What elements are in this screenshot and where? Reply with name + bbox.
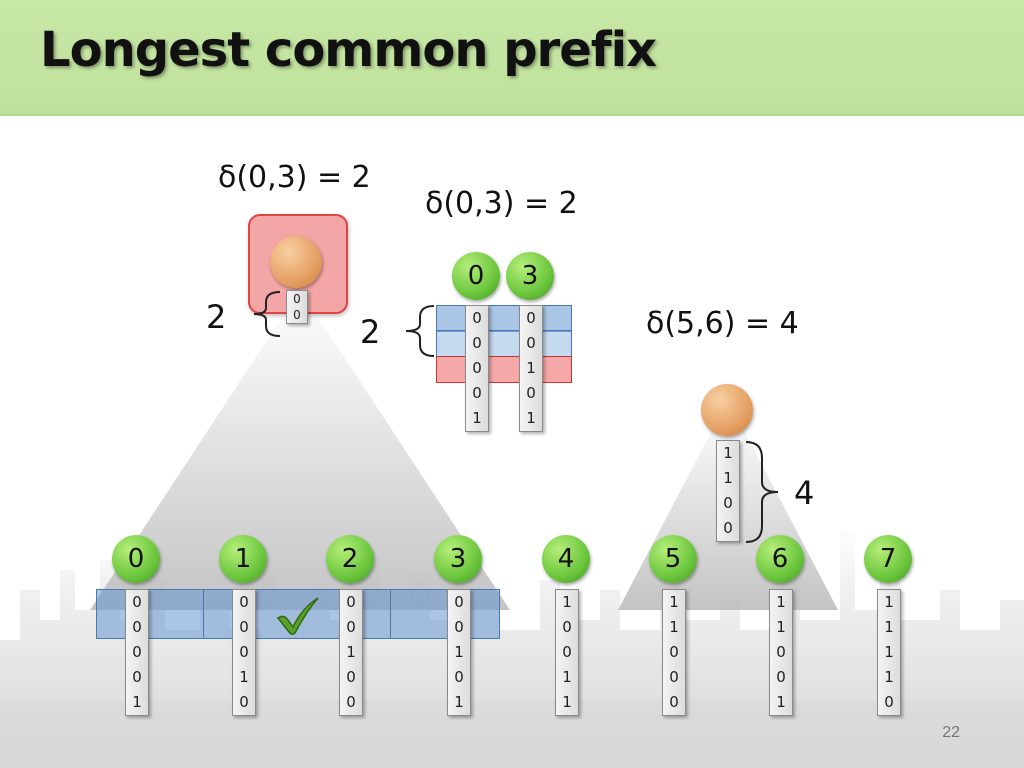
leaf-2: 2	[326, 535, 374, 583]
leaf-3: 3	[434, 535, 482, 583]
root-left-brace	[253, 291, 281, 337]
equation-middle-top: δ(0,3) = 2	[425, 186, 578, 221]
leaf-7: 7	[864, 535, 912, 583]
pair-prefix-length: 2	[360, 313, 381, 351]
pair-leaf-3: 3	[506, 252, 554, 300]
subtree-triangle-left	[90, 290, 510, 610]
pair-band-row3	[436, 356, 572, 383]
root-node-bits: 0 0	[286, 290, 308, 324]
right-node	[701, 384, 753, 436]
right-node-bits: 1 1 0 0	[716, 440, 740, 542]
leaf-band-2-3	[390, 589, 500, 639]
equation-left-top: δ(0,3) = 2	[218, 160, 371, 195]
slide-title: Longest common prefix	[40, 22, 657, 78]
leaf-6: 6	[756, 535, 804, 583]
checkmark-icon	[276, 597, 319, 636]
title-band: Longest common prefix	[0, 0, 1024, 116]
leaf-5: 5	[649, 535, 697, 583]
leaf-1: 1	[219, 535, 267, 583]
equation-right: δ(5,6) = 4	[646, 306, 799, 341]
pair-band-row1	[436, 305, 572, 332]
leaf-0: 0	[112, 535, 160, 583]
root-prefix-length: 2	[206, 298, 227, 336]
right-prefix-length: 4	[794, 474, 815, 512]
right-node-brace	[745, 441, 779, 543]
pair-leaf-0: 0	[452, 252, 500, 300]
leaf-band-0-1	[96, 589, 204, 639]
pair-bits-3: 0 0 1 0 1	[519, 305, 543, 432]
pair-brace	[405, 305, 435, 357]
page-number: 22	[942, 724, 960, 741]
pair-band-row2	[436, 330, 572, 357]
skyline-background	[0, 490, 1024, 768]
leaf-4: 4	[542, 535, 590, 583]
root-node	[270, 236, 322, 288]
pair-bits-0: 0 0 0 0 1	[465, 305, 489, 432]
